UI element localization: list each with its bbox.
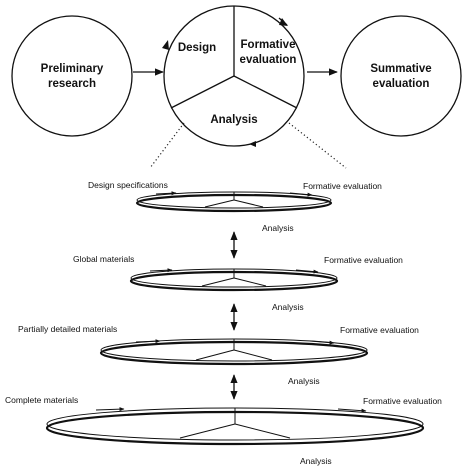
level-complete-materials: Complete materials Formative evaluation … bbox=[5, 395, 442, 466]
level-2-arrow-right bbox=[295, 269, 319, 274]
formative-evaluation-label-1: Formative bbox=[241, 39, 296, 51]
level-1-bottom-label: Analysis bbox=[262, 223, 294, 233]
level-4-arrow-right bbox=[337, 408, 367, 413]
cycle-arrowhead-left bbox=[162, 40, 169, 50]
design-label: Design bbox=[178, 42, 216, 54]
level-3-divider-l bbox=[195, 349, 235, 361]
level-4-right-label: Formative evaluation bbox=[363, 396, 442, 406]
level-3-left-label: Partially detailed materials bbox=[18, 324, 117, 334]
level-global-materials: Global materials Formative evaluation An… bbox=[73, 254, 403, 312]
level-2-left-label: Global materials bbox=[73, 254, 134, 264]
level-3-divider-r bbox=[233, 349, 273, 361]
level-3-arrow-right bbox=[309, 340, 335, 345]
level-2-divider-r bbox=[233, 277, 267, 287]
preliminary-research-circle bbox=[11, 15, 133, 137]
preliminary-research-node: Preliminary research bbox=[11, 15, 133, 137]
preliminary-research-label-1: Preliminary bbox=[41, 63, 104, 75]
level-4-arrow-left bbox=[95, 407, 125, 412]
design-cycle-divider-right bbox=[233, 75, 298, 109]
level-4-left-label: Complete materials bbox=[5, 395, 78, 405]
level-1-left-label: Design specifications bbox=[88, 180, 168, 190]
level-partially-detailed-materials: Partially detailed materials Formative e… bbox=[18, 324, 419, 386]
level-4-bottom-label: Analysis bbox=[300, 456, 332, 466]
formative-evaluation-label-2: evaluation bbox=[240, 54, 297, 66]
level-1-divider-r bbox=[233, 199, 264, 208]
design-cycle-node: Design Formative evaluation Analysis bbox=[162, 5, 305, 147]
preliminary-research-label-2: research bbox=[48, 78, 96, 90]
expansion-dotted-line-right bbox=[288, 122, 347, 169]
expansion-dotted-line-left bbox=[149, 122, 185, 169]
level-1-divider-l bbox=[204, 199, 235, 208]
level-3-bottom-label: Analysis bbox=[288, 376, 320, 386]
level-2-right-label: Formative evaluation bbox=[324, 255, 403, 265]
cycle-arrowhead-bottom bbox=[249, 141, 256, 147]
level-design-specifications: Design specifications Formative evaluati… bbox=[88, 180, 382, 233]
cycle-arrowhead-top-right bbox=[279, 18, 288, 26]
summative-evaluation-label-1: Summative bbox=[370, 63, 431, 75]
summative-evaluation-label-2: evaluation bbox=[373, 78, 430, 90]
level-2-bottom-label: Analysis bbox=[272, 302, 304, 312]
analysis-label: Analysis bbox=[210, 114, 257, 126]
level-2-divider-l bbox=[201, 277, 235, 287]
level-1-arrow-right bbox=[289, 192, 313, 197]
level-3-right-label: Formative evaluation bbox=[340, 325, 419, 335]
summative-evaluation-node: Summative evaluation bbox=[340, 15, 462, 137]
level-4-divider-l bbox=[179, 423, 236, 439]
level-3-arrow-left bbox=[135, 339, 161, 344]
summative-evaluation-circle bbox=[340, 15, 462, 137]
design-cycle-divider-left bbox=[170, 75, 235, 109]
level-1-arrow-left bbox=[155, 191, 177, 196]
level-2-arrow-left bbox=[149, 268, 173, 273]
level-1-right-label: Formative evaluation bbox=[303, 181, 382, 191]
level-4-divider-r bbox=[234, 423, 291, 439]
